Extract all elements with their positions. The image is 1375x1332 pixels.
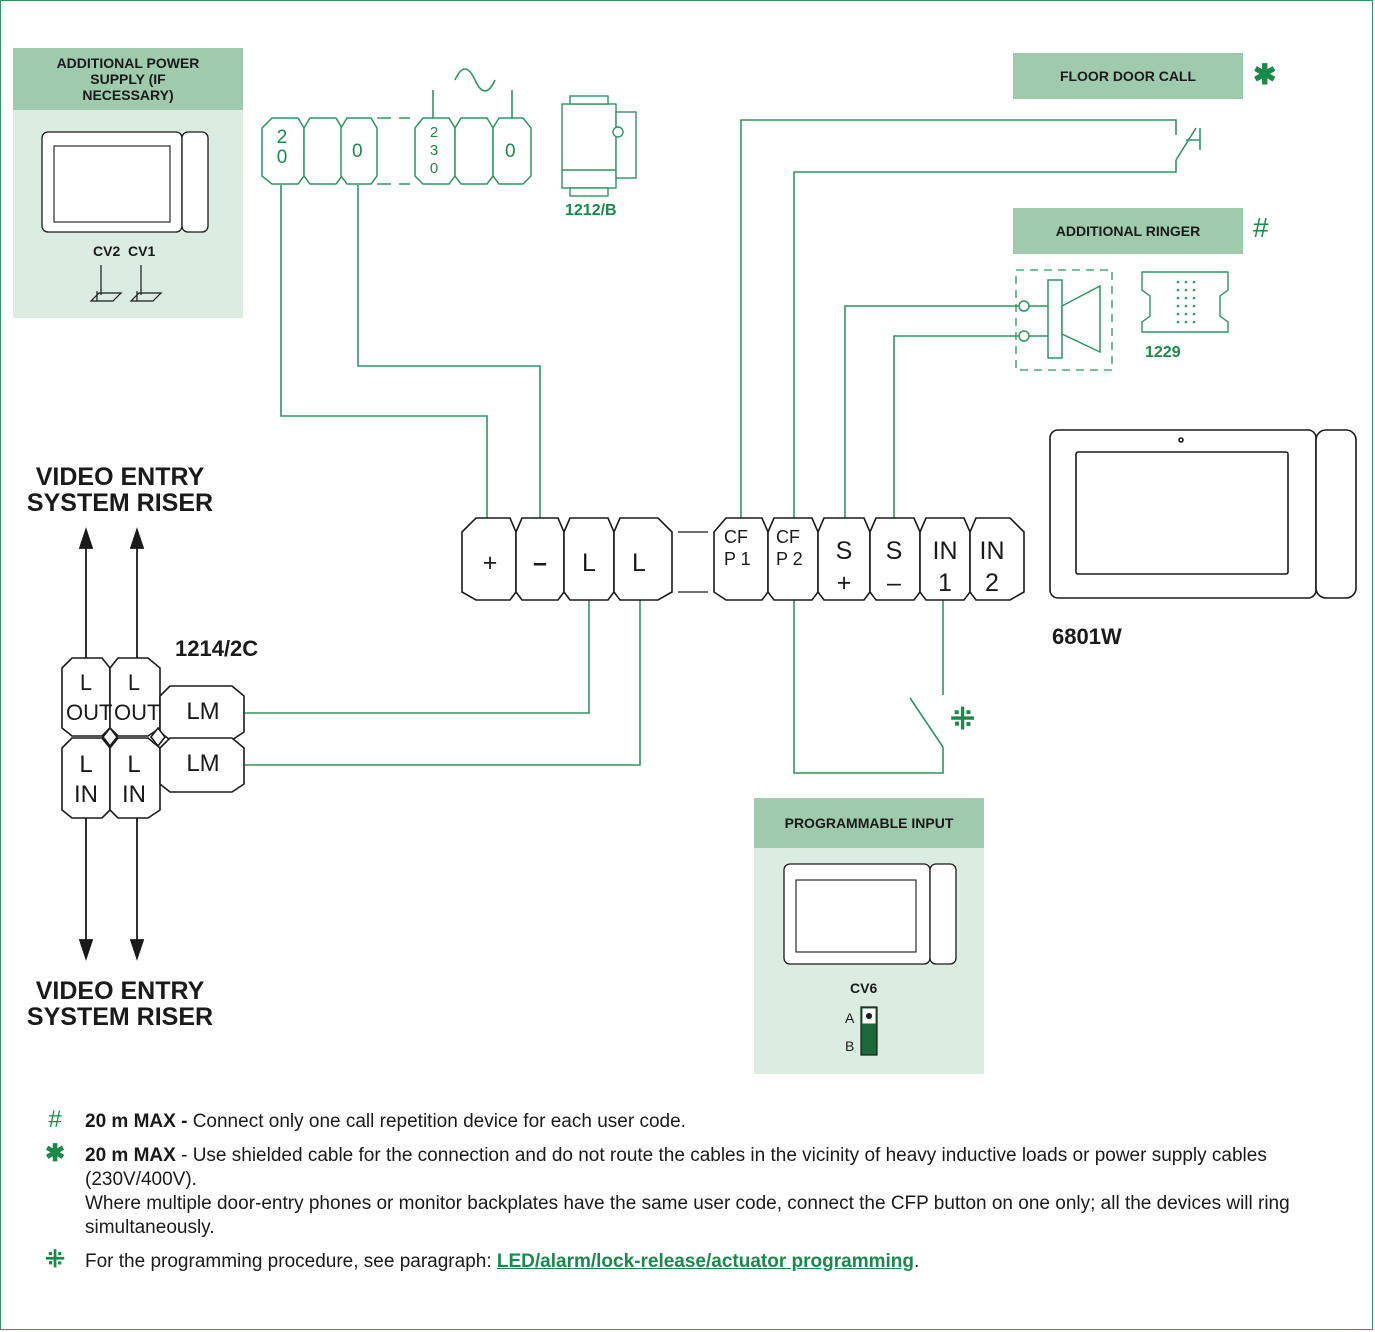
- footnotes: # 20 m MAX - Connect only one call repet…: [40, 1106, 1340, 1284]
- dist-out1: L OUT: [66, 670, 113, 725]
- riser-arrows: [78, 527, 145, 961]
- main-terminal-block: [461, 517, 1025, 601]
- psu-terminal-block: [261, 117, 532, 185]
- terminal-l2: L: [632, 549, 646, 577]
- note-asterisk-text: - Use shielded cable for the connection …: [85, 1145, 1267, 1190]
- terminal-l1: L: [582, 549, 596, 577]
- wire-l2: [245, 600, 641, 766]
- wire-s-plus: [844, 305, 1024, 518]
- ringer-module-1229: [1141, 271, 1229, 333]
- dist-lm1: LM: [186, 698, 220, 725]
- wire-s-minus: [893, 335, 1024, 518]
- note-asterisk: ✱ 20 m MAX - Use shielded cable for the …: [40, 1140, 1340, 1240]
- note-hash: # 20 m MAX - Connect only one call repet…: [40, 1106, 1340, 1134]
- psu-module-1212b: [561, 95, 637, 197]
- wire-cfp2-loop: [793, 600, 944, 774]
- ringer-code: 1229: [1145, 344, 1181, 361]
- wire-cfp2: [793, 160, 1177, 518]
- asterisk-icon: ✱: [44, 1140, 66, 1167]
- power-panel-title: ADDITIONAL POWER SUPPLY (IF NECESSARY): [13, 48, 243, 110]
- riser-top-label: VIDEO ENTRY SYSTEM RISER: [26, 463, 214, 517]
- floor-call-title: FLOOR DOOR CALL: [1013, 53, 1243, 99]
- terminal-s-minus: S –: [885, 537, 903, 597]
- psu-code: 1212/B: [565, 202, 617, 219]
- ringer-title: ADDITIONAL RINGER: [1013, 208, 1243, 254]
- monitor-code: 6801W: [1052, 624, 1122, 649]
- ringer-grille: [1176, 280, 1196, 324]
- wire-psu-plus: [280, 185, 488, 518]
- programming-link[interactable]: LED/alarm/lock-release/actuator programm…: [496, 1251, 914, 1272]
- note-hash-bold: 20 m MAX -: [85, 1111, 188, 1132]
- dip-switch-icon: [89, 265, 163, 302]
- terminal-cfp1: CFP 1: [724, 527, 751, 569]
- monitor-6801w: [1049, 429, 1357, 599]
- note-programming-text: For the programming procedure, see parag…: [85, 1251, 497, 1272]
- prog-panel-monitor: [783, 863, 957, 965]
- riser-bottom-label: VIDEO ENTRY SYSTEM RISER: [26, 977, 214, 1031]
- psu-terminal-20: 20: [276, 127, 288, 168]
- terminal-cfp2: CFP 2: [776, 527, 803, 569]
- dist-out2: L OUT: [114, 670, 161, 725]
- wire-cfp1: [740, 119, 1177, 518]
- cv6-switch-icon: [860, 1006, 878, 1056]
- psu-terminal-0a: 0: [352, 141, 363, 162]
- terminal-minus: –: [533, 549, 547, 577]
- dist-in1: L IN: [74, 751, 98, 808]
- terminal-plus: +: [482, 549, 498, 577]
- wires: [245, 68, 1201, 774]
- input-mark: ⁜: [950, 703, 976, 736]
- note-hash-text: Connect only one call repetition device …: [187, 1111, 686, 1132]
- prog-switch-label: CV6: [850, 980, 878, 996]
- terminal-in2: IN 2: [979, 537, 1005, 597]
- power-panel-monitor: [41, 131, 209, 233]
- note-programming-after: .: [913, 1251, 920, 1272]
- distributor-code: 1214/2C: [175, 636, 259, 661]
- input-switch: [909, 697, 944, 748]
- terminal-separators: [678, 531, 708, 593]
- terminal-s-plus: S +: [835, 537, 853, 597]
- ringer-speaker: [1018, 279, 1101, 359]
- note-asterisk-bold: 20 m MAX: [85, 1145, 176, 1166]
- note-asterisk-text2: Where multiple door-entry phones or moni…: [85, 1193, 1290, 1238]
- psu-terminal-0b: 0: [505, 141, 516, 162]
- programmable-input-title: PROGRAMMABLE INPUT: [754, 798, 984, 848]
- hash-icon: #: [48, 1106, 62, 1133]
- hash-mark: #: [1253, 212, 1269, 243]
- dist-in2: L IN: [122, 751, 146, 808]
- program-mark-icon: ⁜: [44, 1246, 66, 1273]
- asterisk-mark: ✱: [1253, 59, 1277, 90]
- ringer-box: [1015, 269, 1113, 371]
- switch-pos-b: B: [845, 1038, 855, 1054]
- distributor-1214-2c: [61, 657, 245, 819]
- floor-switch: [1175, 127, 1201, 161]
- wire-l1: [245, 600, 590, 714]
- psu-dashes: [377, 117, 410, 185]
- power-switch-labels: CV2 CV1: [93, 243, 156, 259]
- switch-pos-a: A: [845, 1010, 855, 1026]
- note-programming: ⁜ For the programming procedure, see par…: [40, 1246, 1340, 1274]
- psu-terminal-230: 230: [429, 124, 439, 177]
- terminal-in1: IN 1: [932, 537, 958, 597]
- wire-psu-minus: [357, 185, 541, 518]
- dist-lm2: LM: [186, 750, 220, 777]
- ac-wave: [454, 68, 496, 92]
